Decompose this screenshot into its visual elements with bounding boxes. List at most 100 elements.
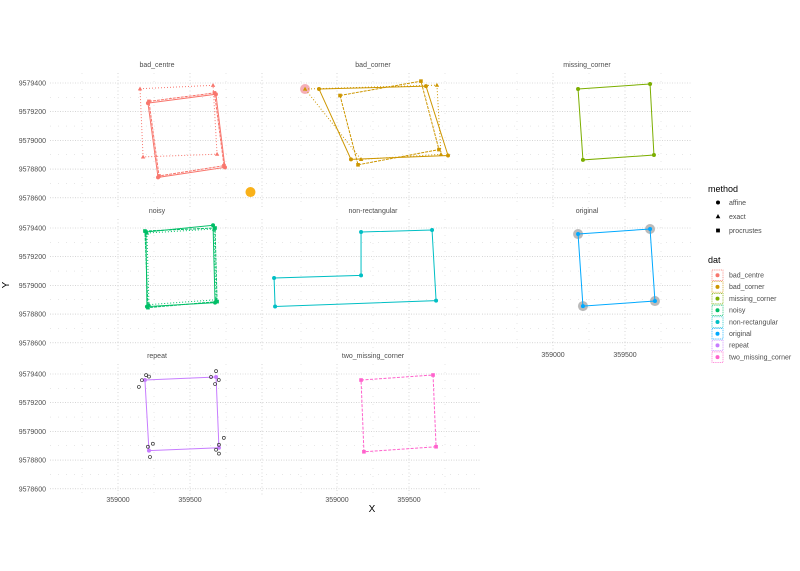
circle-marker xyxy=(652,299,657,304)
facet-strip-label: bad_corner xyxy=(355,62,391,69)
circle-marker xyxy=(651,153,656,158)
y-tick-label: 9578600 xyxy=(19,486,46,493)
square-marker xyxy=(143,229,147,233)
triangle-marker xyxy=(213,297,219,302)
triangle-icon xyxy=(715,214,721,219)
x-tick-label: 359500 xyxy=(178,497,201,504)
facet-strip-label: two_missing_corner xyxy=(342,353,405,360)
triangle-marker xyxy=(137,86,143,91)
repeat-point-marker xyxy=(144,373,148,377)
square-marker xyxy=(356,162,360,167)
triangle-marker xyxy=(302,86,308,91)
panel-missing_corner xyxy=(576,82,656,162)
triangle-marker xyxy=(146,302,152,307)
panel-original xyxy=(573,224,660,312)
repeat-point-marker xyxy=(216,378,221,382)
y-tick-label: 9579400 xyxy=(19,226,46,233)
circle-marker xyxy=(146,448,151,453)
y-tick-label: 9578800 xyxy=(19,312,46,319)
square-marker xyxy=(434,444,438,449)
circle-marker xyxy=(434,298,439,303)
y-axis-title: Y xyxy=(1,281,12,288)
y-tick-label: 9579400 xyxy=(19,81,46,88)
repeat-point-marker xyxy=(217,442,221,447)
triangle-marker xyxy=(140,154,146,159)
polygon-procrustes xyxy=(148,92,225,177)
circle-marker xyxy=(214,375,219,380)
circle-marker xyxy=(317,87,321,92)
y-tick-label: 9578600 xyxy=(19,340,46,347)
y-tick-label: 9579000 xyxy=(19,429,46,436)
y-tick-label: 9578800 xyxy=(19,458,46,465)
triangle-marker xyxy=(358,157,364,161)
facet-strip-label: missing_corner xyxy=(563,62,611,69)
square-marker xyxy=(362,449,366,454)
highlight-point xyxy=(245,187,256,198)
repeat-point-marker xyxy=(147,374,151,379)
repeat-point-marker xyxy=(214,369,218,373)
legend-item-exact: exact xyxy=(729,214,746,221)
legend-item-two_missing_corner: two_missing_corner xyxy=(729,354,792,361)
legend-color-dot xyxy=(715,343,720,348)
circle-marker xyxy=(576,87,581,92)
circle-icon xyxy=(716,200,720,205)
legend-color-dot xyxy=(715,296,720,301)
circle-marker xyxy=(580,157,585,162)
repeat-point-marker xyxy=(209,375,213,379)
axes: 9578600 9578800 9579000 9579200 9579400 95786… xyxy=(19,81,637,505)
polygon-exact xyxy=(304,84,442,160)
square-marker xyxy=(157,174,161,178)
facet-strip-label: non-rectangular xyxy=(348,208,398,215)
square-marker xyxy=(215,299,219,304)
y-tick-label: 9578600 xyxy=(19,195,46,202)
x-tick-label: 359000 xyxy=(325,497,348,504)
polygon-affine xyxy=(144,376,220,452)
polygon-affine xyxy=(145,224,216,308)
triangle-marker xyxy=(144,230,150,235)
repeat-point-marker xyxy=(221,436,226,440)
legend-color-dot xyxy=(715,331,720,336)
triangle-marker xyxy=(210,82,216,87)
circle-marker xyxy=(359,230,364,235)
panel-noisy xyxy=(143,223,219,310)
repeat-point-marker xyxy=(213,382,217,386)
facet-strip-label: noisy xyxy=(149,208,166,215)
polygon-procrustes xyxy=(144,227,218,309)
repeat-point-marker xyxy=(148,455,152,459)
circle-marker xyxy=(430,228,435,233)
legend-item-original: original xyxy=(729,331,752,338)
panel-bad_corner xyxy=(300,79,451,167)
panel-repeat xyxy=(137,369,226,459)
facet-strip-label: bad_centre xyxy=(139,62,174,69)
y-tick-label: 9579400 xyxy=(19,372,46,379)
x-axis-title: X xyxy=(369,504,376,515)
square-marker xyxy=(212,91,217,95)
x-tick-label: 359500 xyxy=(613,352,636,359)
y-tick-label: 9579000 xyxy=(19,283,46,290)
legend-color-dot xyxy=(715,273,720,278)
square-icon xyxy=(716,228,720,233)
circle-marker xyxy=(216,445,221,450)
square-marker xyxy=(146,305,150,310)
square-marker xyxy=(213,226,217,230)
repeat-point-marker xyxy=(140,378,144,383)
y-tick-label: 9579200 xyxy=(19,109,46,116)
repeat-point-marker xyxy=(150,441,155,446)
legend-item-bad_centre: bad_centre xyxy=(729,273,764,280)
panel-two_missing_corner xyxy=(359,373,438,454)
circle-marker xyxy=(273,304,278,309)
y-tick-label: 9579200 xyxy=(19,254,46,261)
legend-title-method: method xyxy=(708,184,738,194)
circle-marker xyxy=(142,378,147,383)
panel-non-rectangular xyxy=(272,228,439,309)
circle-marker xyxy=(648,82,653,87)
polygon-affine xyxy=(577,83,655,161)
circle-marker xyxy=(359,273,364,278)
square-marker xyxy=(147,99,151,104)
facet-strip-label: repeat xyxy=(147,353,167,360)
y-tick-label: 9579000 xyxy=(19,138,46,145)
polygon-affine xyxy=(147,93,226,178)
polygon-affine xyxy=(577,228,656,307)
y-tick-label: 9579200 xyxy=(19,400,46,407)
